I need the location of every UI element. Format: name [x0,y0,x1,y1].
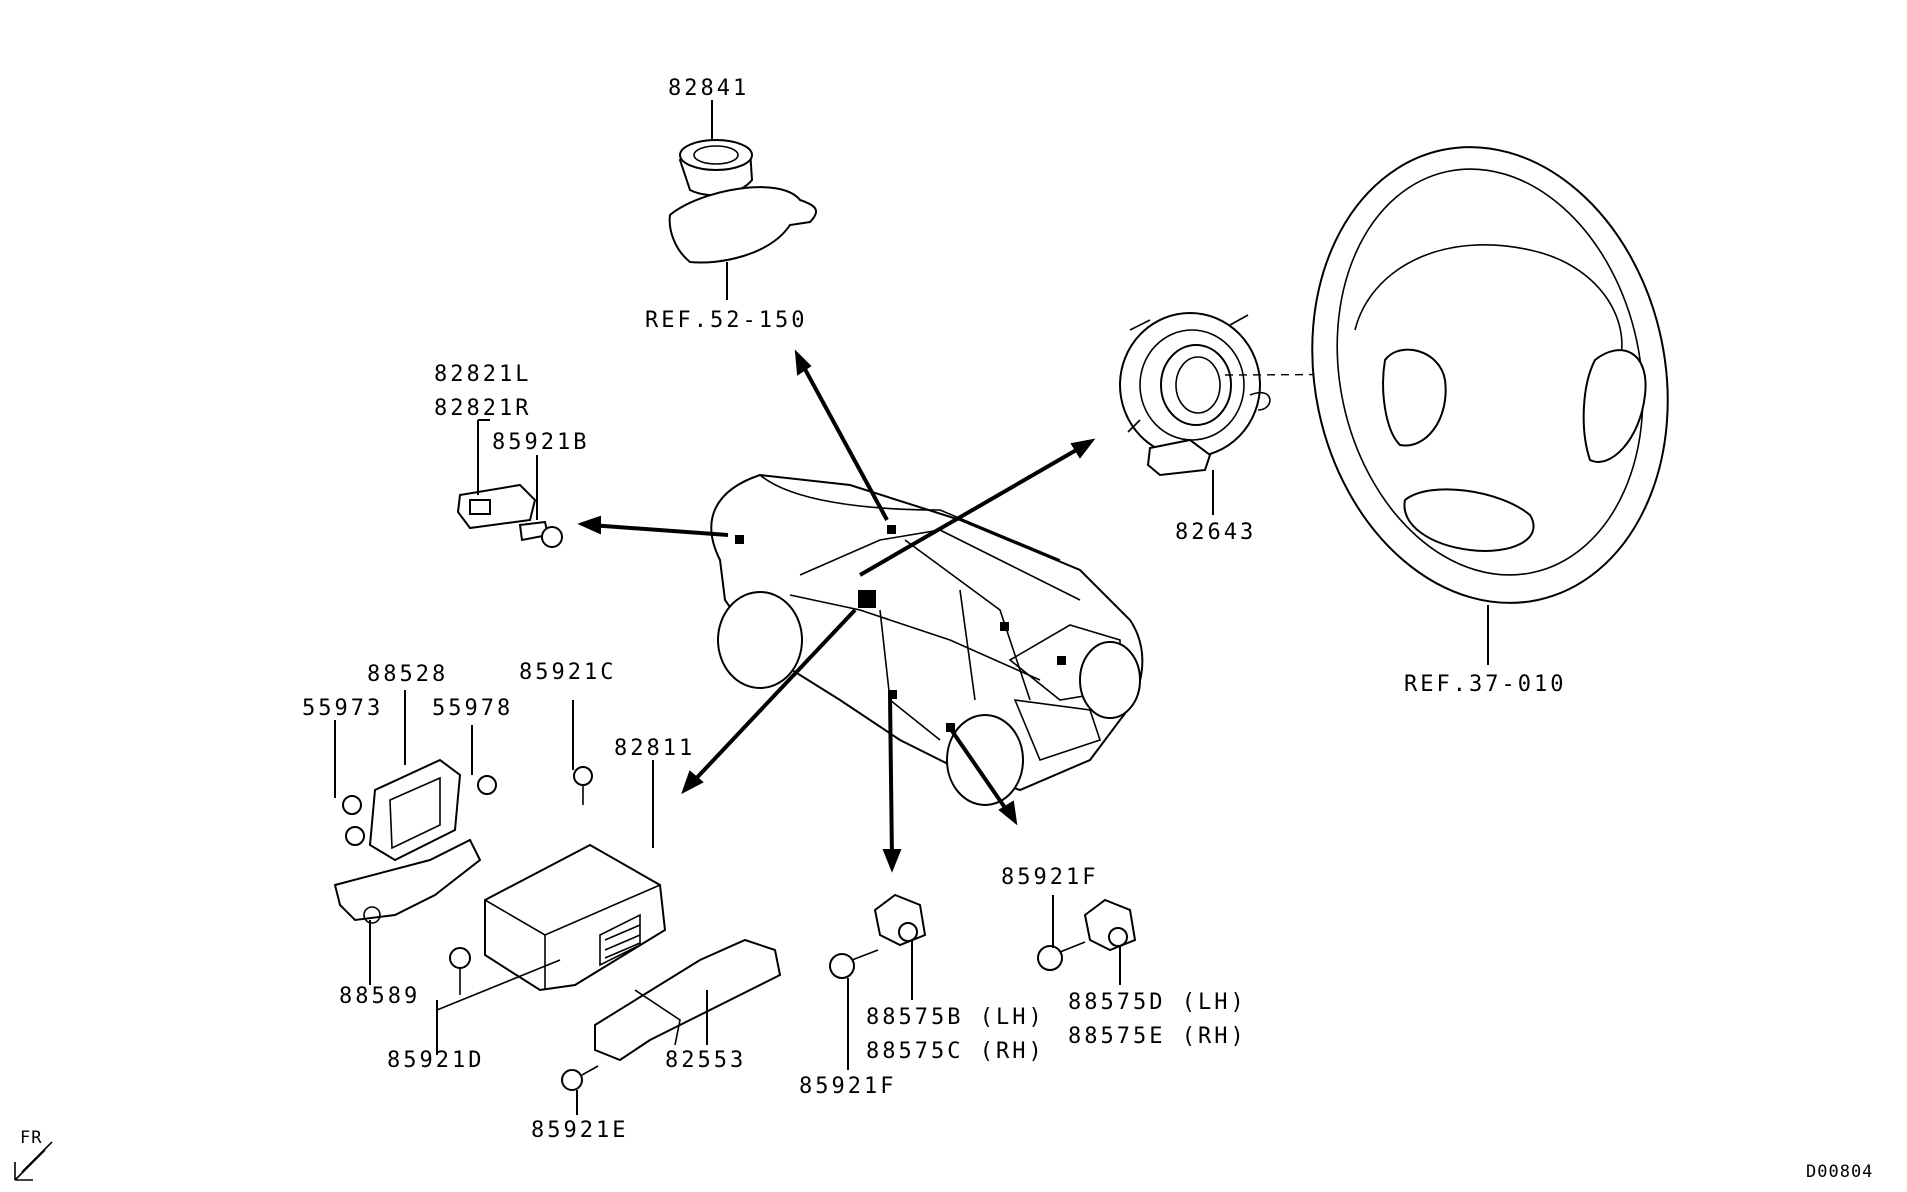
label-88575B-lh: 88575B (LH) [866,1005,1045,1030]
g-sensor-88528 [333,690,497,985]
label-55973: 55973 [302,696,384,721]
label-82821L: 82821L [434,362,532,387]
label-85921F-b: 85921F [799,1074,897,1099]
side-sensor-82821 [456,419,563,548]
label-88528: 88528 [367,662,449,687]
label-85921E: 85921E [531,1118,629,1143]
label-ref-37-010: REF.37-010 [1404,672,1567,697]
control-unit-82811 [436,700,667,1055]
clock-spring-82643 [1119,312,1431,515]
label-82811: 82811 [614,736,696,761]
vehicle-outline [710,473,1144,806]
label-55978: 55978 [432,696,514,721]
sensor-82841 [668,100,818,300]
label-82643: 82643 [1175,520,1257,545]
label-85921B: 85921B [492,430,590,455]
label-85921F-a: 85921F [1001,865,1099,890]
label-88575C-rh: 88575C (RH) [866,1039,1045,1064]
label-88575D-lh: 88575D (LH) [1068,990,1247,1015]
label-82821R: 82821R [434,396,532,421]
pointer-arrows [577,349,1096,873]
label-85921C: 85921C [519,660,617,685]
label-85921D: 85921D [387,1048,485,1073]
label-88575E-rh: 88575E (RH) [1068,1024,1247,1049]
steering-wheel [1311,146,1669,665]
diagram-code: D00804 [1806,1162,1874,1182]
bracket-82553 [561,938,782,1115]
impact-sensor-88575BC [829,893,927,1070]
label-82841: 82841 [668,76,750,101]
label-fr: FR [20,1128,43,1148]
label-82553: 82553 [665,1048,747,1073]
front-direction-arrow [14,1141,53,1181]
label-ref-52-150: REF.52-150 [645,308,808,333]
label-88589: 88589 [339,984,421,1009]
impact-sensor-88575DE [1037,895,1137,985]
